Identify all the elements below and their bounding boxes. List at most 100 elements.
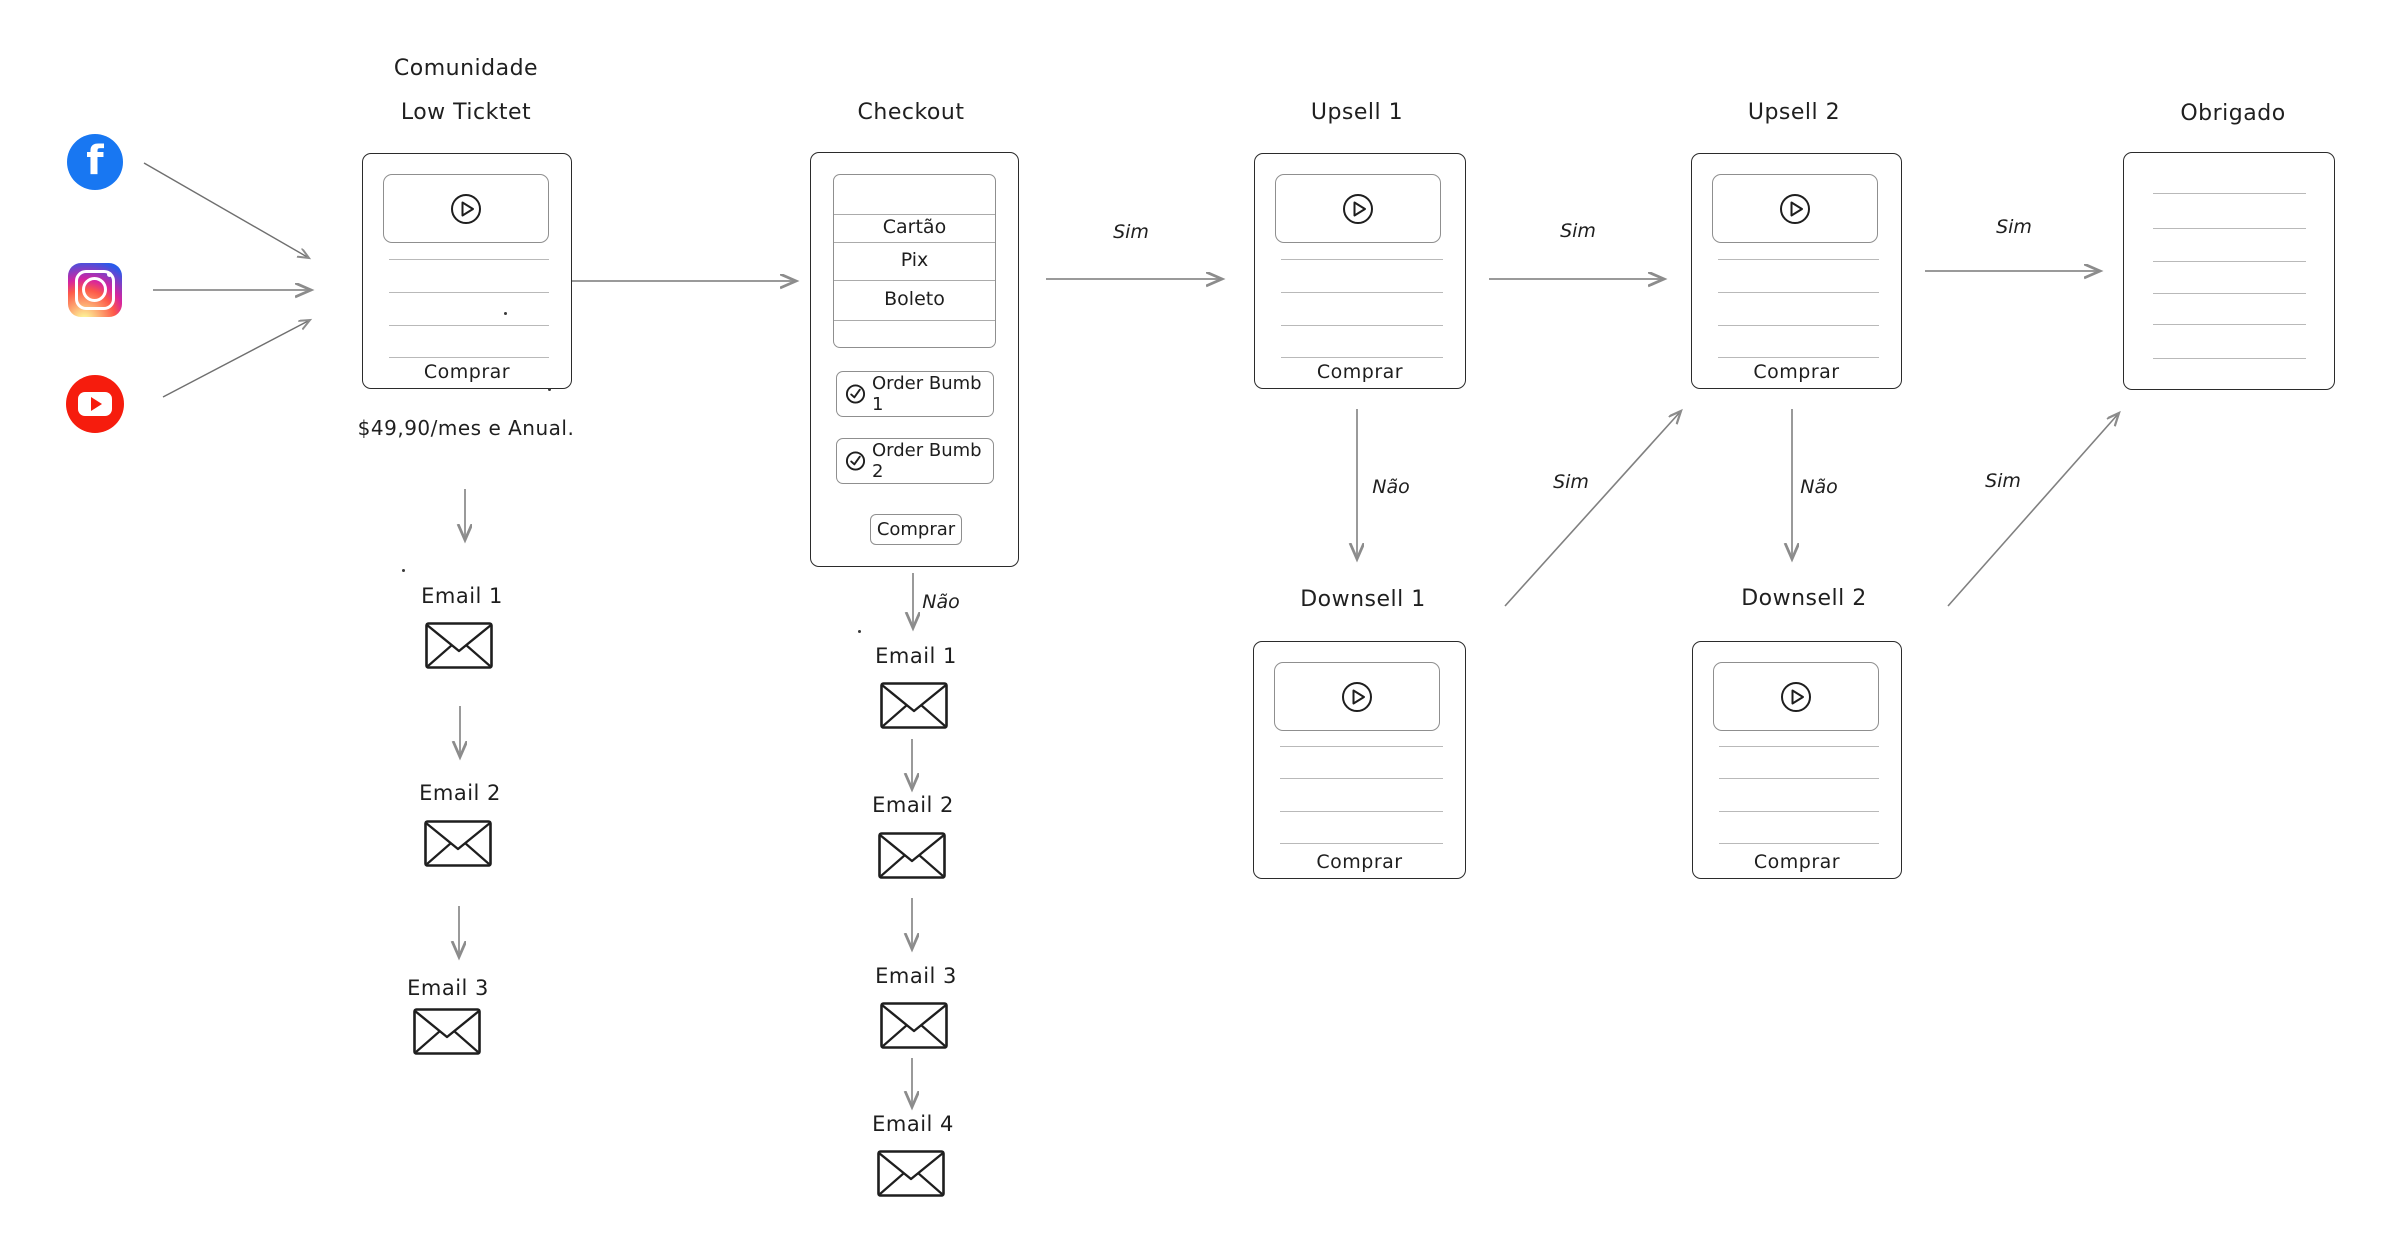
node-downsell1[interactable]: Comprar bbox=[1253, 641, 1466, 879]
comprar-label: Comprar bbox=[1753, 361, 1840, 383]
stray-dot bbox=[504, 312, 507, 315]
play-icon bbox=[1343, 193, 1373, 224]
placeholder-line bbox=[1719, 843, 1879, 844]
youtube-play-glyph bbox=[78, 392, 112, 416]
arrow-facebook-to-low-ticket[interactable] bbox=[143, 162, 309, 258]
node-downsell2[interactable]: Comprar bbox=[1692, 641, 1902, 879]
video-placeholder bbox=[1274, 662, 1440, 731]
placeholder-line bbox=[2153, 324, 2306, 325]
facebook-icon[interactable]: f bbox=[67, 134, 123, 190]
video-placeholder bbox=[1275, 174, 1441, 243]
check-icon bbox=[845, 384, 866, 404]
envelope-icon[interactable] bbox=[424, 820, 492, 867]
email-label: Email 3 bbox=[407, 976, 489, 1000]
placeholder-line bbox=[389, 292, 549, 293]
node-title-upsell2: Upsell 2 bbox=[1747, 100, 1841, 125]
arrow-downsell2-to-obrigado-sim[interactable] bbox=[1947, 413, 2119, 607]
email-label: Email 4 bbox=[872, 1112, 954, 1136]
comprar-label: Comprar bbox=[1316, 851, 1403, 873]
envelope-icon[interactable] bbox=[425, 622, 493, 669]
placeholder-line bbox=[1280, 746, 1443, 747]
placeholder-line bbox=[1280, 811, 1443, 812]
edge-label-nao-upsell2: Não bbox=[1800, 476, 1838, 498]
divider bbox=[834, 242, 995, 243]
divider bbox=[834, 320, 995, 321]
arrow-youtube-to-low-ticket[interactable] bbox=[162, 320, 310, 398]
node-title-low-ticket: Low Ticktet bbox=[400, 100, 532, 125]
comprar-label: Comprar bbox=[423, 361, 511, 383]
instagram-flash-dot bbox=[107, 272, 112, 277]
email-label: Email 3 bbox=[875, 964, 957, 988]
divider bbox=[834, 214, 995, 215]
node-upsell2[interactable]: Comprar bbox=[1691, 153, 1902, 389]
node-low-ticket[interactable]: Comprar bbox=[362, 153, 572, 389]
comprar-label: Comprar bbox=[1316, 361, 1404, 383]
edge-label-sim-upsell2-obrigado: Sim bbox=[1996, 216, 2032, 238]
envelope-icon[interactable] bbox=[413, 1008, 481, 1055]
check-icon bbox=[845, 451, 866, 471]
envelope-icon[interactable] bbox=[877, 1150, 945, 1197]
youtube-play-triangle bbox=[91, 397, 102, 411]
placeholder-line bbox=[2153, 293, 2306, 294]
play-icon bbox=[1781, 681, 1811, 712]
node-upsell1[interactable]: Comprar bbox=[1254, 153, 1466, 389]
placeholder-line bbox=[389, 357, 549, 358]
price-note: $49,90/mes e Anual. bbox=[357, 416, 575, 440]
placeholder-line bbox=[1281, 357, 1443, 358]
order-bump-2: Order Bumb 2 bbox=[836, 438, 994, 484]
email-label: Email 2 bbox=[419, 781, 501, 805]
placeholder-line bbox=[389, 325, 549, 326]
placeholder-line bbox=[1718, 325, 1879, 326]
placeholder-line bbox=[1719, 778, 1879, 779]
payment-options-panel: Cartão Pix Boleto bbox=[833, 174, 996, 348]
node-title-obrigado: Obrigado bbox=[2180, 101, 2286, 126]
video-placeholder bbox=[1712, 174, 1878, 243]
edge-label-sim-checkout-upsell1: Sim bbox=[1113, 221, 1149, 243]
edge-label-sim-downsell2: Sim bbox=[1985, 470, 2021, 492]
node-title-downsell2: Downsell 2 bbox=[1741, 586, 1867, 611]
placeholder-line bbox=[2153, 228, 2306, 229]
edge-label-nao-checkout: Não bbox=[922, 591, 960, 613]
order-bump-1-label: Order Bumb 1 bbox=[872, 373, 982, 415]
comprar-button: Comprar bbox=[870, 514, 962, 545]
placeholder-line bbox=[1281, 292, 1443, 293]
youtube-icon[interactable] bbox=[66, 375, 124, 433]
facebook-glyph: f bbox=[86, 138, 104, 184]
edge-label-sim-downsell1: Sim bbox=[1553, 471, 1589, 493]
email-label: Email 1 bbox=[421, 584, 503, 608]
order-bump-2-label: Order Bumb 2 bbox=[872, 440, 982, 482]
arrow-downsell1-to-upsell2-sim[interactable] bbox=[1504, 411, 1681, 607]
edge-label-sim-upsell1-upsell2: Sim bbox=[1560, 220, 1596, 242]
play-icon bbox=[1780, 193, 1810, 224]
payment-option-boleto: Boleto bbox=[884, 288, 945, 310]
placeholder-line bbox=[1718, 292, 1879, 293]
envelope-icon[interactable] bbox=[880, 682, 948, 729]
edge-label-nao-upsell1: Não bbox=[1372, 476, 1410, 498]
video-placeholder bbox=[1713, 662, 1879, 731]
node-checkout[interactable]: Cartão Pix Boleto Order Bumb 1 Order Bum… bbox=[810, 152, 1019, 567]
envelope-icon[interactable] bbox=[880, 1002, 948, 1049]
divider bbox=[834, 280, 995, 281]
stray-dot bbox=[402, 569, 405, 572]
stray-dot bbox=[548, 388, 551, 391]
node-title-checkout: Checkout bbox=[857, 100, 965, 125]
node-title-upsell1: Upsell 1 bbox=[1310, 100, 1404, 125]
node-title-downsell1: Downsell 1 bbox=[1300, 587, 1426, 612]
placeholder-line bbox=[2153, 358, 2306, 359]
placeholder-line bbox=[1281, 259, 1443, 260]
instagram-icon[interactable] bbox=[68, 263, 122, 317]
placeholder-line bbox=[2153, 193, 2306, 194]
play-icon bbox=[451, 193, 481, 224]
comprar-label: Comprar bbox=[1753, 851, 1841, 873]
placeholder-line bbox=[2153, 261, 2306, 262]
order-bump-1: Order Bumb 1 bbox=[836, 371, 994, 417]
node-obrigado[interactable] bbox=[2123, 152, 2335, 390]
instagram-camera-glyph bbox=[75, 270, 115, 310]
payment-option-cartao: Cartão bbox=[882, 216, 947, 238]
envelope-icon[interactable] bbox=[878, 832, 946, 879]
email-label: Email 1 bbox=[875, 644, 957, 668]
placeholder-line bbox=[1280, 843, 1443, 844]
placeholder-line bbox=[1719, 746, 1879, 747]
